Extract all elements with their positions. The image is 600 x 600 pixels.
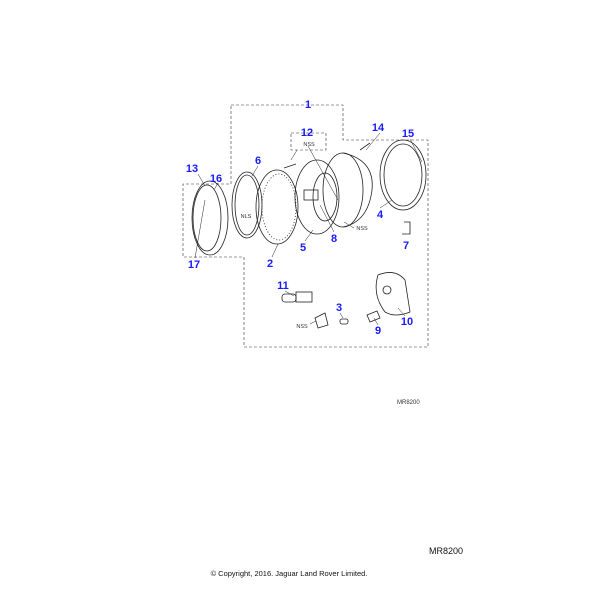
bulb-11-part (281, 291, 313, 303)
callout-9[interactable]: 9 (375, 325, 381, 337)
note-nss-right: NSS (356, 226, 368, 232)
callout-15[interactable]: 15 (402, 128, 414, 140)
callout-4[interactable]: 4 (377, 209, 384, 221)
callout-12[interactable]: 12 (301, 127, 313, 139)
callout-2[interactable]: 2 (267, 258, 273, 270)
holder-10-part (375, 272, 411, 316)
item-12-group-box (290, 132, 327, 151)
rim-6-part (231, 171, 263, 239)
copyright-notice: © Copyright, 2016. Jaguar Land Rover Lim… (210, 569, 368, 578)
note-nss-top: NSS (303, 142, 315, 148)
bulb-3-part (339, 318, 349, 325)
ring-13-part (191, 180, 229, 256)
bracket-7-part (402, 221, 411, 235)
callout-13[interactable]: 13 (186, 163, 198, 175)
callout-3[interactable]: 3 (336, 302, 342, 314)
callout-1[interactable]: 1 (305, 99, 311, 111)
leader-lines (194, 132, 423, 326)
screw-part (283, 142, 371, 169)
note-nls: NLS (241, 214, 252, 220)
callout-16[interactable]: 16 (210, 173, 222, 185)
callout-17[interactable]: 17 (188, 259, 200, 271)
callout-11[interactable]: 11 (277, 280, 289, 292)
note-nss-bottom: NSS (296, 324, 308, 330)
connector-9-part (366, 310, 381, 323)
illustration-reference: MR8200 (397, 400, 420, 406)
callout-5[interactable]: 5 (300, 242, 306, 254)
ring-4-part (379, 139, 427, 211)
page-reference: MR8200 (429, 546, 464, 556)
body-part (322, 152, 373, 228)
callout-6[interactable]: 6 (255, 155, 261, 167)
bowl-5-part (294, 159, 340, 235)
callout-8[interactable]: 8 (331, 233, 337, 245)
callout-10[interactable]: 10 (401, 316, 413, 328)
holder-nss-part (314, 312, 329, 329)
assembly-boundary (182, 104, 429, 348)
callout-14[interactable]: 14 (372, 122, 385, 134)
callout-7[interactable]: 7 (403, 240, 409, 252)
